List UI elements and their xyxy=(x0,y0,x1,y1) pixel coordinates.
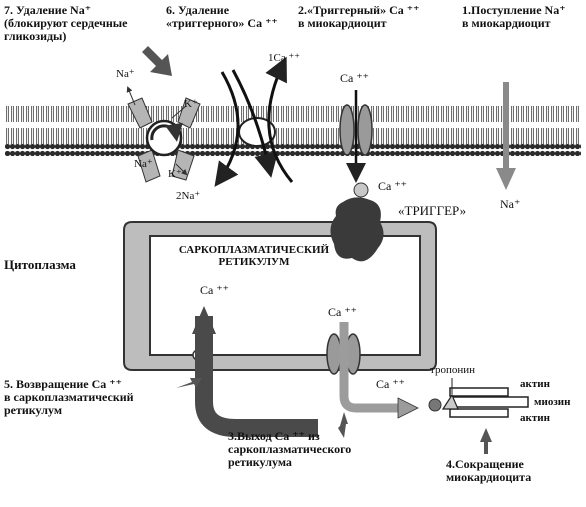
step5-line2: в саркоплазматический xyxy=(4,390,134,405)
ca-sr-right-label: Ca ⁺⁺ xyxy=(328,305,357,319)
two-na-label: 2Na⁺ xyxy=(176,190,201,202)
ca-channel-membrane xyxy=(339,90,373,198)
ca-return-arrow xyxy=(192,306,318,437)
cytoplasm-label: Цитоплазма xyxy=(4,257,76,272)
trigger-receptor xyxy=(330,197,384,262)
step2-line2: в миокардиоцит xyxy=(298,16,387,31)
step5-line1: 5. Возвращение Ca ⁺⁺ xyxy=(4,377,122,391)
step2-line1: 2.«Триггерный» Ca ⁺⁺ xyxy=(298,3,420,17)
myosin-label: миозин xyxy=(534,396,571,408)
sr-release-channel xyxy=(326,322,419,419)
ca-channel-top-label: Ca ⁺⁺ xyxy=(340,71,369,85)
step3-label: 3.Выход Ca ⁺⁺ из саркоплазматического ре… xyxy=(228,429,352,470)
step6-line1: 6. Удаление xyxy=(166,3,230,17)
actin-top-label: актин xyxy=(520,378,550,390)
step4-line1: 4.Сокращение xyxy=(446,457,524,471)
sarcoplasmic-reticulum xyxy=(123,221,437,371)
step1-label: 1.Поступление Na⁺ в миокардиоцит xyxy=(462,3,566,31)
step2-label: 2.«Триггерный» Ca ⁺⁺ в миокардиоцит xyxy=(298,3,420,31)
step4-label: 4.Сокращение миокардиоцита xyxy=(446,457,532,485)
step1-line2: в миокардиоцит xyxy=(462,16,551,31)
step6-line2: «триггерного» Ca ⁺⁺ xyxy=(166,16,278,31)
one-ca-label: 1Ca ⁺⁺ xyxy=(268,52,301,64)
na-ca-exchanger xyxy=(214,56,294,187)
step3-line2: саркоплазматического xyxy=(228,442,352,457)
ca-release-label: Ca ⁺⁺ xyxy=(376,377,405,391)
sr-line1: САРКОПЛАЗМАТИЧЕСКИЙ xyxy=(178,244,330,256)
step7-line2: (блокируют сердечные xyxy=(4,16,128,31)
step3-line1: 3.Выход Ca ⁺⁺ из xyxy=(228,429,320,443)
ca-trigger-label: Ca ⁺⁺ xyxy=(378,179,407,193)
step5-arrow xyxy=(176,378,202,388)
step1-line1: 1.Поступление Na⁺ xyxy=(462,3,566,17)
step7-line1: 7. Удаление Na⁺ xyxy=(4,3,92,17)
sr-line2: РЕТИКУЛУМ xyxy=(218,256,290,269)
step7-line3: гликозиды) xyxy=(4,29,67,44)
step7-label: 7. Удаление Na⁺ (блокируют сердечные гли… xyxy=(4,3,128,44)
ca-sr-left-label: Ca ⁺⁺ xyxy=(200,283,229,297)
troponin-label: тропонин xyxy=(430,364,475,376)
actin-bottom-label: актин xyxy=(520,412,550,424)
step3-arrow xyxy=(338,412,348,438)
step4-line2: миокардиоцита xyxy=(446,470,532,485)
step5-label: 5. Возвращение Ca ⁺⁺ в саркоплазматическ… xyxy=(4,377,134,418)
na-top-label: Na⁺ xyxy=(116,68,135,80)
sr-label: САРКОПЛАЗМАТИЧЕСКИЙ РЕТИКУЛУМ xyxy=(164,244,344,268)
k-top-label: K⁺ xyxy=(184,98,198,110)
cell-membrane xyxy=(5,106,581,156)
sarcomere xyxy=(428,378,529,418)
na-left-label: Na⁺ xyxy=(134,158,153,170)
k-bottom-label: K⁺ xyxy=(168,168,182,180)
na-right-label: Na⁺ xyxy=(500,197,521,211)
na-k-pump xyxy=(126,86,201,183)
step7-arrow xyxy=(142,46,172,76)
step4-arrow xyxy=(480,428,492,454)
trigger-label: «ТРИГГЕР» xyxy=(398,203,467,218)
step6-label: 6. Удаление «триггерного» Ca ⁺⁺ xyxy=(166,3,278,31)
step5-line3: ретикулум xyxy=(4,403,63,418)
na-entry-arrow xyxy=(496,82,516,190)
step3-line3: ретикулума xyxy=(228,455,292,470)
